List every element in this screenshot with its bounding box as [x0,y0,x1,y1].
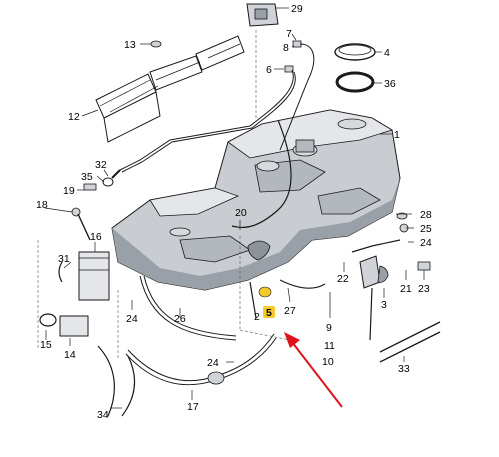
callout-10: 10 [322,356,334,368]
callout-17: 17 [187,401,199,413]
callout-33: 33 [398,363,410,375]
callout-18: 18 [36,199,48,211]
callout-24c: 24 [207,357,219,369]
part-5-component [258,286,272,298]
red-arrow [284,332,343,408]
callout-26: 26 [174,313,186,325]
filter-assembly [39,177,114,337]
right-side-parts [359,212,441,363]
callout-34: 34 [97,409,109,421]
callout-4: 4 [384,47,390,59]
callout-16: 16 [90,231,102,243]
alignment-lines [37,30,291,360]
callout-labels: 29 13 7 8 6 4 36 1 12 32 35 19 18 16 31 … [36,3,432,421]
callout-36: 36 [384,78,396,90]
callout-2: 2 [254,311,260,323]
small-parts-top [111,40,315,179]
callout-23: 23 [418,283,430,295]
callout-32: 32 [95,159,107,171]
callout-22: 22 [337,273,349,285]
callout-6: 6 [266,64,272,76]
callout-35: 35 [81,171,93,183]
lock-ring [334,43,376,93]
leader-lines [44,7,425,409]
callout-8: 8 [283,42,289,54]
callout-28: 28 [420,209,432,221]
fuel-pump-bracket [246,3,279,27]
callout-20: 20 [235,207,247,219]
callout-24: 24 [420,237,432,249]
callout-12: 12 [68,111,80,123]
callout-9: 9 [326,322,332,334]
callout-11: 11 [324,340,335,352]
callout-19: 19 [63,185,75,197]
callout-25: 25 [420,223,432,235]
callout-5: 5 [266,307,272,319]
callout-24b: 24 [126,313,138,325]
callout-15: 15 [40,339,52,351]
callout-27: 27 [284,305,296,317]
callout-31: 31 [58,253,70,265]
callout-7: 7 [286,28,292,40]
callout-1: 1 [394,129,400,141]
callout-3: 3 [381,299,387,311]
heat-shield [95,35,245,143]
callout-13: 13 [124,39,136,51]
fuel-lines [97,239,401,417]
part-5-highlight [263,306,275,318]
callout-14: 14 [64,349,76,361]
callout-29: 29 [291,3,303,15]
callout-21: 21 [400,283,412,295]
fuel-tank [111,109,401,291]
